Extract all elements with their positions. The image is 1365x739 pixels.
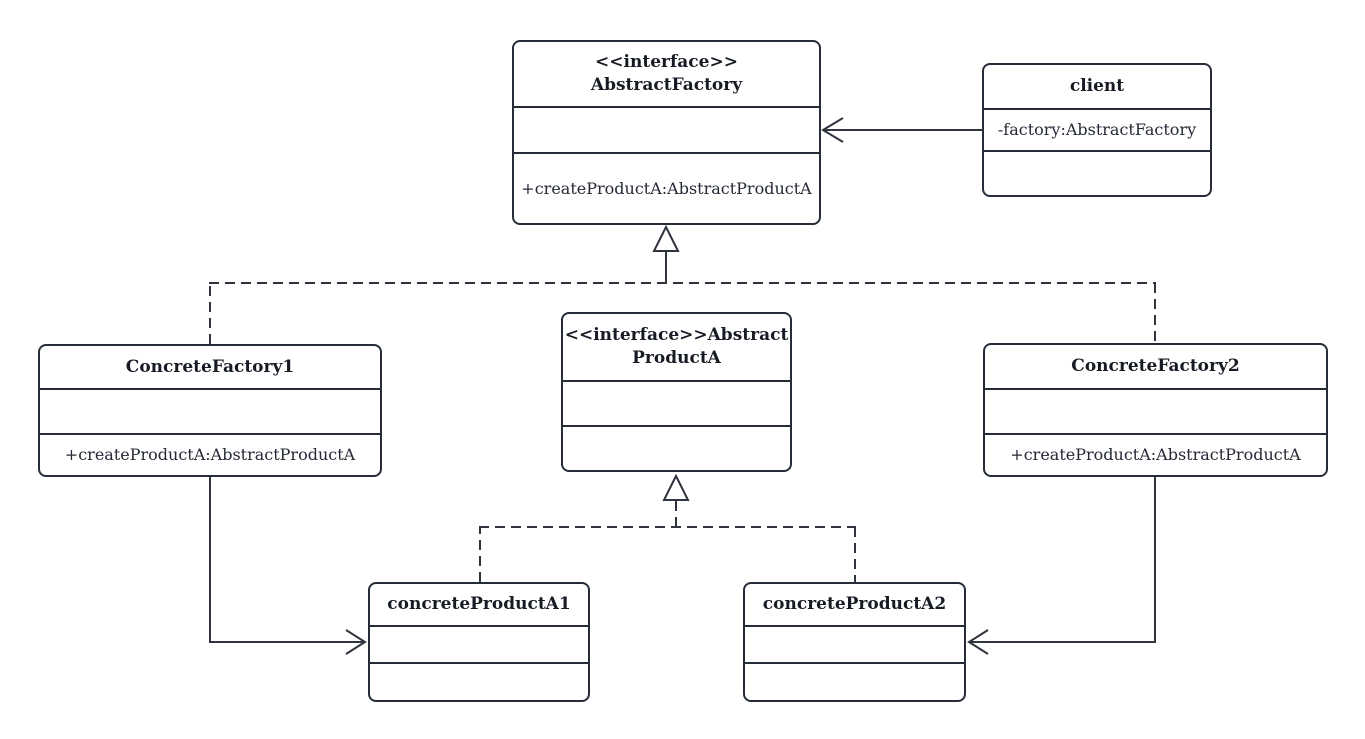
association-client-to-abstractfactory [821,117,982,143]
hollow-triangle-arrowhead [652,224,680,252]
attributes-compartment [985,388,1326,433]
methods-compartment [984,150,1210,195]
class-box-abstract-product-a: <<interface>>Abstract ProductA [561,312,792,472]
association-concretefactory2-to-concreteproducta2 [967,477,1156,655]
class-name: client [1069,76,1125,96]
association-concretefactory1-to-concreteproducta1 [209,477,367,655]
methods-compartment: +createProductA:AbstractProductA [985,433,1326,475]
class-name-line2: ProductA [632,348,721,368]
attributes-compartment [370,625,588,662]
class-name: AbstractFactory [590,75,743,95]
methods-compartment [563,425,790,470]
class-header: concreteProductA1 [370,584,588,625]
methods-compartment: +createProductA:AbstractProductA [514,152,819,223]
class-box-concrete-product-a2: concreteProductA2 [743,582,966,702]
class-name-line1: <<interface>>Abstract [564,325,789,345]
class-header: ConcreteFactory2 [985,345,1326,388]
class-header: <<interface>>Abstract ProductA [563,314,790,380]
method-label: +createProductA:AbstractProductA [1010,445,1301,464]
attributes-compartment [563,380,790,425]
method-label: +createProductA:AbstractProductA [521,178,812,198]
class-box-concrete-product-a1: concreteProductA1 [368,582,590,702]
class-box-abstract-factory: <<interface>> AbstractFactory +createPro… [512,40,821,225]
attributes-compartment: -factory:AbstractFactory [984,108,1210,150]
methods-compartment [745,662,964,700]
class-header: concreteProductA2 [745,584,964,625]
class-header: client [984,65,1210,108]
attributes-compartment [745,625,964,662]
stereotype-label: <<interface>> [595,52,738,72]
class-header: ConcreteFactory1 [40,346,380,388]
class-name: concreteProductA1 [387,594,571,614]
class-name: concreteProductA2 [762,594,947,614]
method-label: +createProductA:AbstractProductA [64,445,356,464]
attributes-compartment [40,388,380,433]
class-header: <<interface>> AbstractFactory [514,42,819,106]
class-box-concrete-factory-2: ConcreteFactory2 +createProductA:Abstrac… [983,343,1328,477]
realization-concreteproducts-to-abstractproducta [479,473,856,582]
methods-compartment [370,662,588,700]
class-name: ConcreteFactory2 [1071,356,1240,376]
attribute-label: -factory:AbstractFactory [997,120,1197,139]
realization-concretefactories-to-abstractfactory [209,224,1156,344]
class-box-client: client -factory:AbstractFactory [982,63,1212,197]
hollow-triangle-arrowhead [662,473,690,501]
class-name: ConcreteFactory1 [125,356,295,377]
methods-compartment: +createProductA:AbstractProductA [40,433,380,475]
attributes-compartment [514,106,819,152]
class-box-concrete-factory-1: ConcreteFactory1 +createProductA:Abstrac… [38,344,382,477]
